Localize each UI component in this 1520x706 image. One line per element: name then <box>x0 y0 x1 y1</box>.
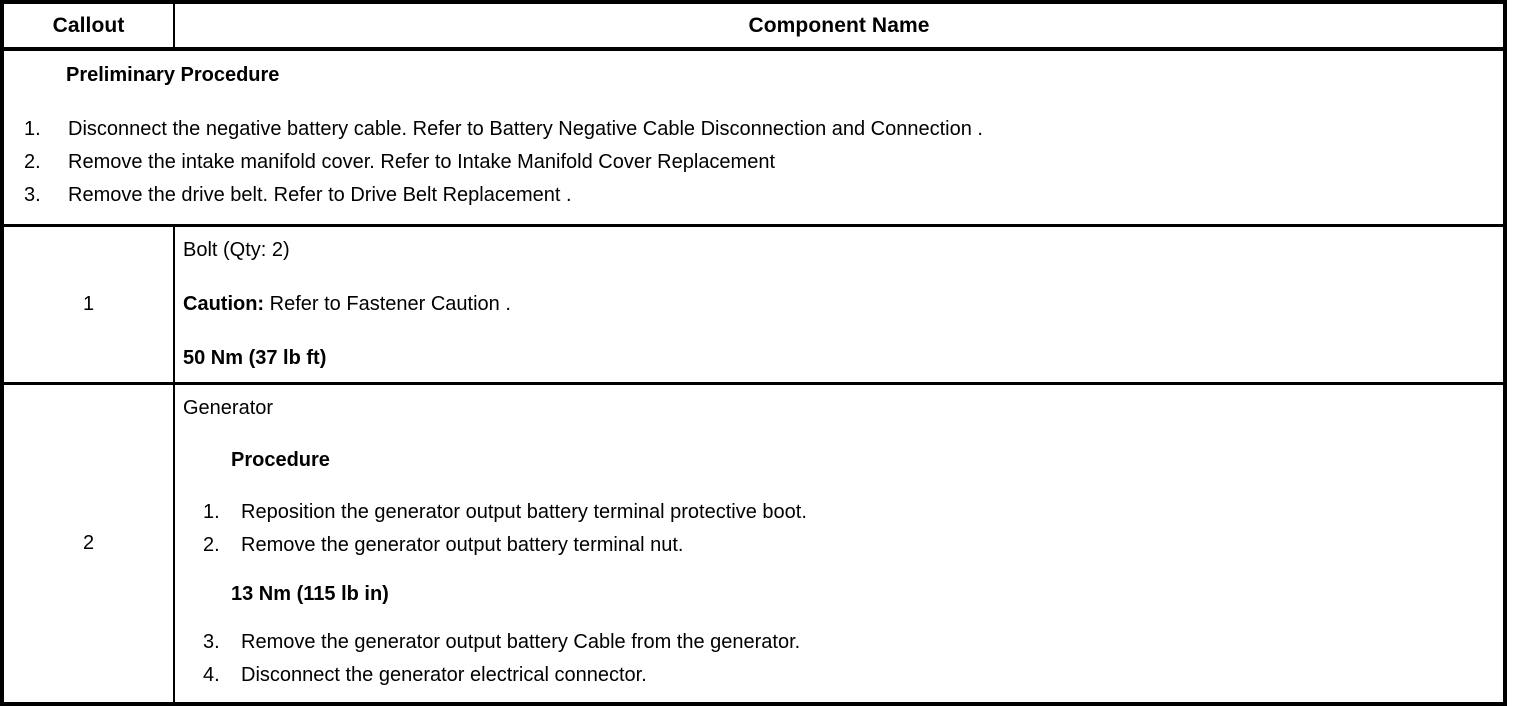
torque-spec-2: 13 Nm (115 lb in) <box>231 583 389 605</box>
callout-number-2: 2 <box>2 383 175 704</box>
preliminary-procedure-list: 1. Disconnect the negative battery cable… <box>10 113 1497 212</box>
caution-label: Caution: <box>183 293 265 315</box>
list-item-number: 2. <box>24 151 41 173</box>
component-name-text: Generator <box>183 397 274 419</box>
spacer <box>183 318 1495 344</box>
column-header-component-name: Component Name <box>174 2 1505 51</box>
list-item-number: 2. <box>203 534 220 556</box>
column-header-callout: Callout <box>2 2 175 51</box>
list-item-text: Remove the generator output battery Cabl… <box>241 631 801 653</box>
list-item-number: 3. <box>203 631 220 653</box>
list-item: 3. Remove the generator output battery C… <box>183 626 1495 659</box>
spacer <box>183 422 1495 446</box>
list-item-number: 1. <box>24 118 41 140</box>
list-item: 2. Remove the intake manifold cover. Ref… <box>10 146 1497 179</box>
spacer <box>183 264 1495 290</box>
list-item-number: 4. <box>203 664 220 686</box>
spacer <box>183 608 1495 626</box>
component-name-text: Bolt (Qty: 2) <box>183 239 290 261</box>
preliminary-procedure-title: Preliminary Procedure <box>66 64 280 86</box>
procedure-list-part-2: 3. Remove the generator output battery C… <box>183 626 1495 692</box>
list-item: 4. Disconnect the generator electrical c… <box>183 659 1495 692</box>
list-item-text: Reposition the generator output battery … <box>241 501 807 523</box>
list-item: 1. Reposition the generator output batte… <box>183 496 1495 529</box>
table-row: 2 Generator Procedure 1. Reposition the … <box>2 383 1505 705</box>
list-item-text: Remove the generator output battery term… <box>241 534 684 556</box>
list-item-number: 3. <box>24 184 41 206</box>
spacer <box>183 562 1495 580</box>
table-header-row: Callout Component Name <box>2 2 1505 51</box>
list-item-number: 1. <box>203 501 220 523</box>
list-item: 2. Remove the generator output battery t… <box>183 529 1495 562</box>
procedure-heading: Procedure <box>231 449 330 471</box>
preliminary-procedure-row: Preliminary Procedure 1. Disconnect the … <box>2 49 1505 227</box>
list-item: 1. Disconnect the negative battery cable… <box>10 113 1497 146</box>
list-item-text: Remove the drive belt. Refer to Drive Be… <box>68 184 572 206</box>
spacer <box>183 474 1495 496</box>
callout-number-1: 1 <box>2 225 175 385</box>
list-item-text: Remove the intake manifold cover. Refer … <box>68 151 776 173</box>
component-cell-2: Generator Procedure 1. Reposition the ge… <box>174 384 1505 705</box>
procedure-list-part-1: 1. Reposition the generator output batte… <box>183 496 1495 562</box>
torque-spec-1: 50 Nm (37 lb ft) <box>183 347 327 369</box>
component-cell-1: Bolt (Qty: 2) Caution: Refer to Fastener… <box>174 225 1505 385</box>
preliminary-procedure-cell: Preliminary Procedure 1. Disconnect the … <box>2 49 1505 227</box>
list-item-text: Disconnect the negative battery cable. R… <box>68 118 983 140</box>
caution-line: Caution: Refer to Fastener Caution . <box>183 290 1495 318</box>
table-row: 1 Bolt (Qty: 2) Caution: Refer to Fasten… <box>2 225 1505 385</box>
caution-text: Refer to Fastener Caution . <box>264 293 511 315</box>
list-item: 3. Remove the drive belt. Refer to Drive… <box>10 179 1497 212</box>
list-item-text: Disconnect the generator electrical conn… <box>241 664 647 686</box>
